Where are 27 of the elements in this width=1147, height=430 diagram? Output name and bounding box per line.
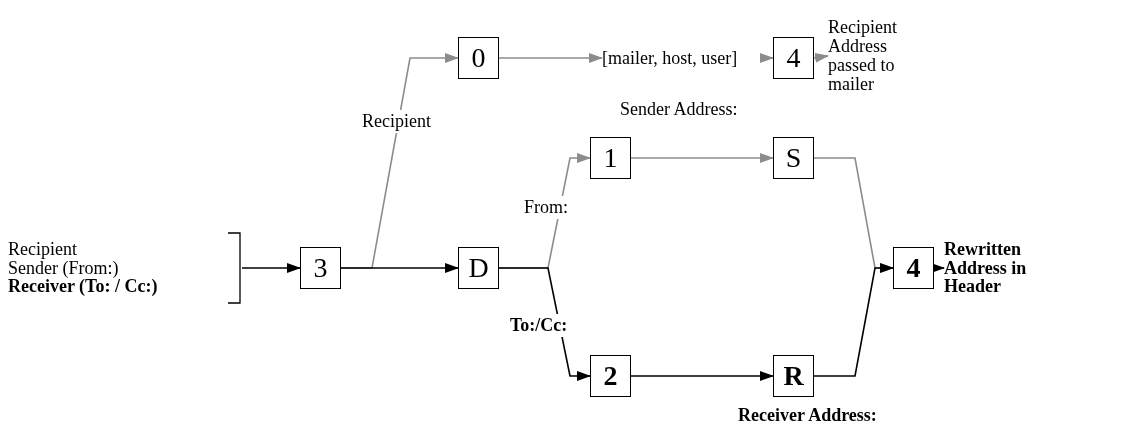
rule-number: 1 <box>603 144 618 172</box>
rule-number: 3 <box>313 254 328 282</box>
rule-number: 4 <box>906 254 921 282</box>
text-label: Recipient Address passed to mailer <box>828 18 898 94</box>
rule-number: D <box>468 254 489 282</box>
arrow <box>630 371 774 381</box>
arrow <box>241 263 301 273</box>
text-label: Sender (From:) <box>8 258 120 278</box>
text-label: Rewritten Address in Header <box>944 239 1028 297</box>
arrow <box>498 53 603 63</box>
arrow <box>630 153 774 163</box>
text-label: Receiver (To: / Cc:) <box>8 277 158 297</box>
rule-number: 4 <box>786 44 801 72</box>
edge-label: From: <box>522 196 570 219</box>
arrow <box>340 263 459 273</box>
rule-number: 0 <box>471 44 486 72</box>
edge-label: Recipient <box>360 110 433 133</box>
arrow <box>813 263 894 377</box>
section-label: Sender Address: <box>620 98 738 121</box>
rule-number: 2 <box>603 362 618 390</box>
rule-number: S <box>785 144 802 172</box>
arrow <box>813 52 829 63</box>
text-label: [mailer, host, user] <box>602 48 738 68</box>
rule-number: R <box>783 362 804 390</box>
section-label: Receiver Address: <box>738 404 877 427</box>
text-label: Recipient <box>8 239 78 259</box>
arrow <box>759 53 774 63</box>
